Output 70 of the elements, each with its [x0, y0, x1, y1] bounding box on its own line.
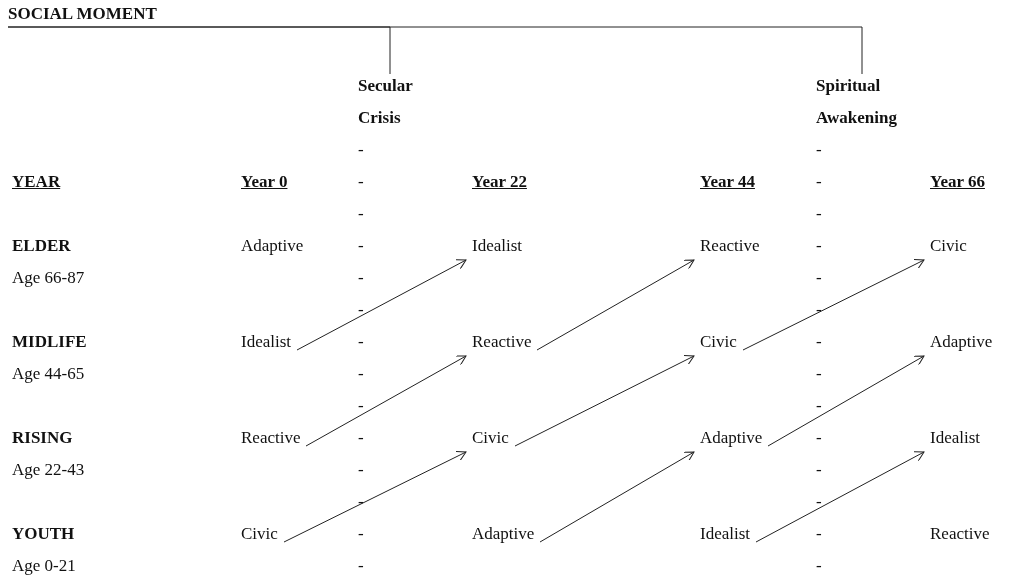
row-header: YOUTH	[12, 524, 75, 544]
heading: SOCIAL MOMENT	[8, 4, 157, 24]
dash-mark: -	[358, 300, 364, 320]
dash-mark: -	[816, 204, 822, 224]
dash-mark: -	[358, 492, 364, 512]
cell-text: Reactive	[241, 428, 301, 448]
dash-mark: -	[816, 556, 822, 576]
dash-mark: -	[816, 172, 822, 192]
dash-mark: -	[358, 556, 364, 576]
cell-text: Adaptive	[241, 236, 304, 256]
age-range: Age 22-43	[12, 460, 85, 480]
arrow	[514, 355, 695, 447]
cell-text: Idealist	[930, 428, 981, 448]
age-range: Age 44-65	[12, 364, 85, 384]
arrow	[536, 259, 695, 351]
dash-mark: -	[816, 524, 822, 544]
arrow	[755, 451, 925, 543]
dash-mark: -	[816, 428, 822, 448]
cell-text: Idealist	[472, 236, 523, 256]
dash-mark: -	[816, 300, 822, 320]
arrow	[296, 259, 467, 351]
cell-text: Idealist	[241, 332, 292, 352]
cell-text: Adaptive	[700, 428, 763, 448]
phase-heading: Spiritual Awakening	[816, 70, 926, 134]
dash-mark: -	[816, 236, 822, 256]
cell-text: Civic	[930, 236, 967, 256]
row-header: MIDLIFE	[12, 332, 87, 352]
dash-mark: -	[816, 332, 822, 352]
cell-text: Reactive	[700, 236, 760, 256]
dash-mark: -	[358, 332, 364, 352]
dash-mark: -	[358, 364, 364, 384]
column-header: YEAR	[12, 172, 61, 192]
cell-text: Reactive	[472, 332, 532, 352]
arrow	[539, 451, 695, 543]
dash-mark: -	[358, 140, 364, 160]
dash-mark: -	[358, 396, 364, 416]
column-header: Year 66	[930, 172, 985, 192]
cell-text: Civic	[700, 332, 737, 352]
dash-mark: -	[816, 140, 822, 160]
cell-text: Adaptive	[472, 524, 535, 544]
bracket-line	[7, 26, 863, 75]
dash-mark: -	[358, 204, 364, 224]
row-header: RISING	[12, 428, 73, 448]
dash-mark: -	[358, 460, 364, 480]
age-range: Age 66-87	[12, 268, 85, 288]
column-header: Year 44	[700, 172, 755, 192]
cell-text: Civic	[241, 524, 278, 544]
cell-text: Civic	[472, 428, 509, 448]
dash-mark: -	[358, 524, 364, 544]
dash-mark: -	[358, 236, 364, 256]
row-header: ELDER	[12, 236, 71, 256]
dash-mark: -	[816, 364, 822, 384]
phase-heading: Secular Crisis	[358, 70, 438, 134]
cell-text: Idealist	[700, 524, 751, 544]
dash-mark: -	[816, 396, 822, 416]
arrow	[767, 355, 925, 447]
dash-mark: -	[358, 172, 364, 192]
cell-text: Adaptive	[930, 332, 993, 352]
dash-mark: -	[816, 460, 822, 480]
arrow	[283, 451, 467, 543]
arrow	[742, 259, 925, 351]
column-header: Year 22	[472, 172, 527, 192]
dash-mark: -	[816, 268, 822, 288]
age-range: Age 0-21	[12, 556, 76, 576]
dash-mark: -	[816, 492, 822, 512]
cell-text: Reactive	[930, 524, 990, 544]
arrow	[305, 355, 467, 447]
dash-mark: -	[358, 428, 364, 448]
column-header: Year 0	[241, 172, 288, 192]
dash-mark: -	[358, 268, 364, 288]
